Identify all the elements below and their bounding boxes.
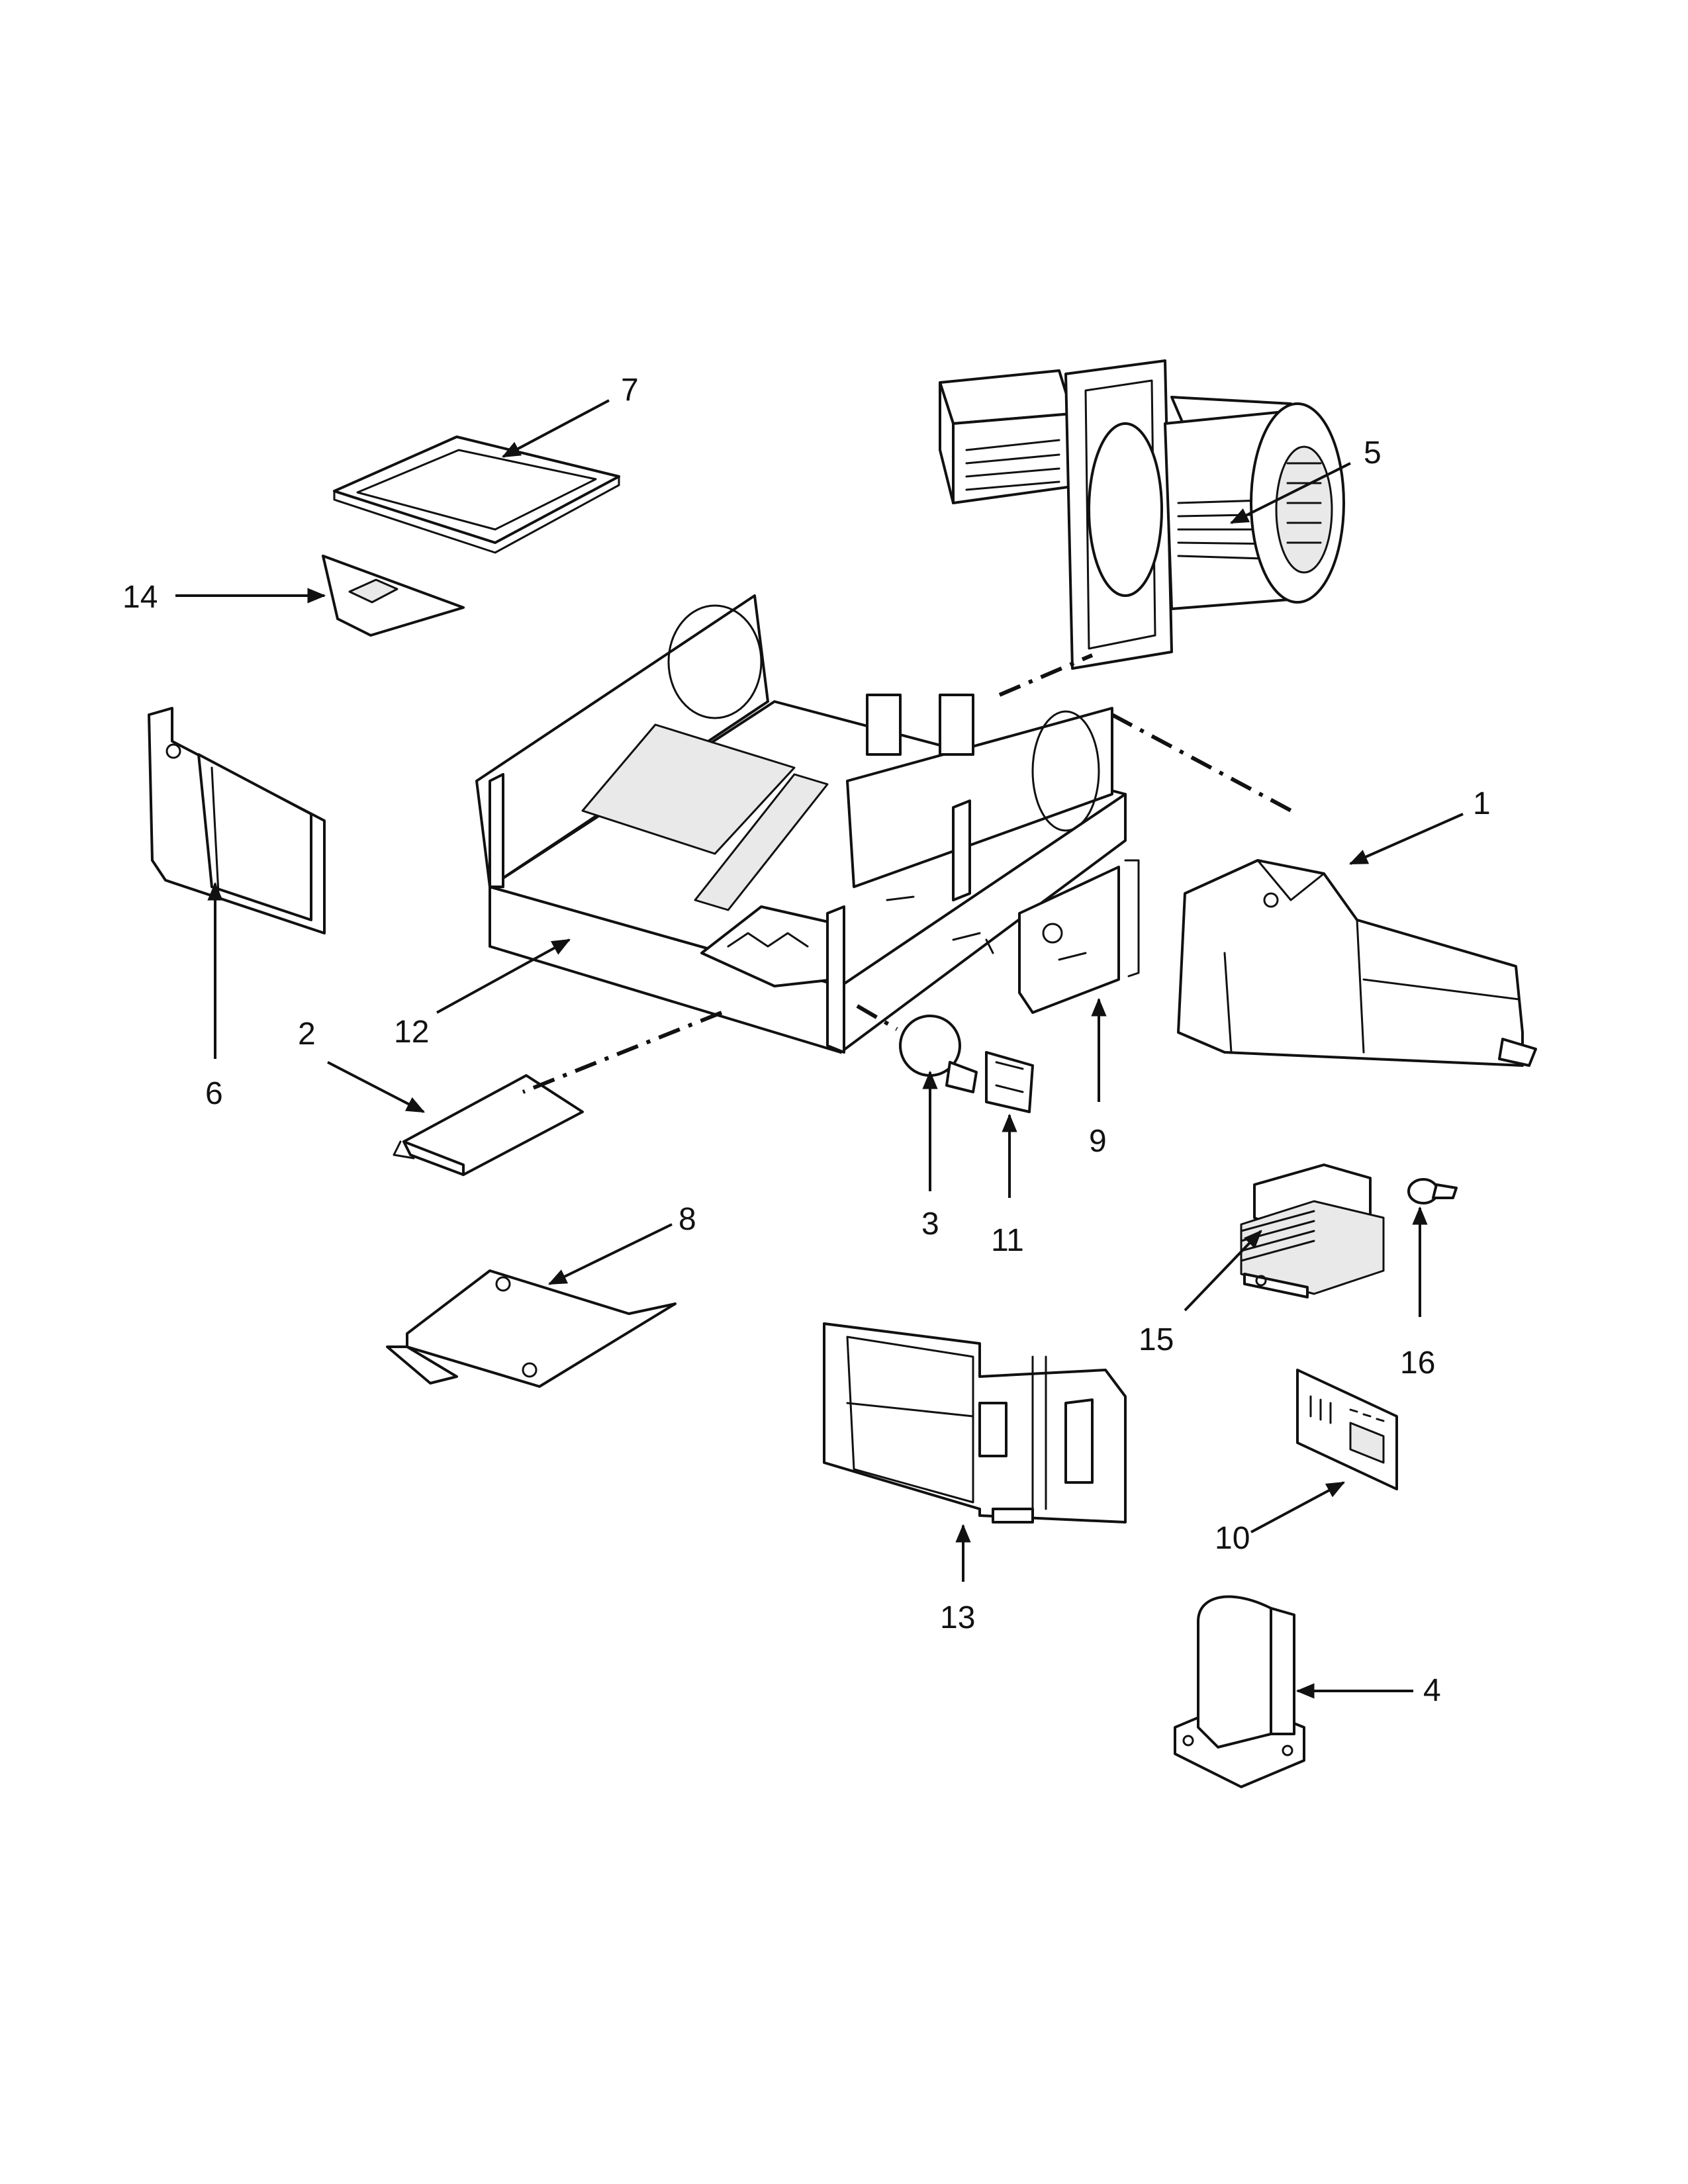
part-6-side-panel — [148, 707, 326, 934]
callout-1: 1 — [1473, 786, 1491, 821]
callout-labels: 7 5 14 1 12 6 2 3 11 9 8 15 16 10 13 4 — [122, 373, 1491, 1708]
part-15-transformer — [1240, 1163, 1385, 1298]
part-13-door-panel — [823, 1322, 1127, 1524]
part-9-bracket — [1018, 859, 1140, 1014]
part-11-lamp-socket — [985, 1051, 1034, 1113]
callout-4: 4 — [1423, 1673, 1441, 1708]
callout-9: 9 — [1089, 1124, 1107, 1159]
part-1-air-duct — [1177, 859, 1537, 1067]
callout-12: 12 — [394, 1015, 429, 1050]
leader-lines — [175, 399, 1464, 1699]
part-12-chassis — [475, 594, 1127, 1054]
callout-10: 10 — [1215, 1521, 1250, 1556]
callout-2: 2 — [298, 1017, 316, 1052]
callout-15: 15 — [1139, 1322, 1174, 1357]
part-5-blower-motor — [939, 359, 1345, 670]
callout-7: 7 — [621, 373, 639, 408]
part-16-thermal-switch — [1407, 1178, 1458, 1205]
part-14-plate — [322, 555, 465, 637]
part-8-base-plate — [386, 1269, 677, 1388]
part-2-cover — [393, 1074, 584, 1176]
callout-16: 16 — [1400, 1345, 1435, 1381]
callout-11: 11 — [991, 1223, 1024, 1258]
callout-14: 14 — [122, 580, 158, 615]
assembly-lines — [522, 653, 1299, 1094]
part-3-lamp — [899, 1015, 978, 1093]
callout-13: 13 — [940, 1600, 975, 1635]
callout-6: 6 — [205, 1076, 223, 1111]
callout-3: 3 — [921, 1206, 939, 1242]
part-10-control-board — [1296, 1369, 1398, 1490]
callout-5: 5 — [1364, 435, 1382, 471]
callout-8: 8 — [679, 1202, 696, 1237]
part-7-filter-frame — [333, 435, 620, 554]
part-4-vent-shroud — [1174, 1595, 1305, 1788]
